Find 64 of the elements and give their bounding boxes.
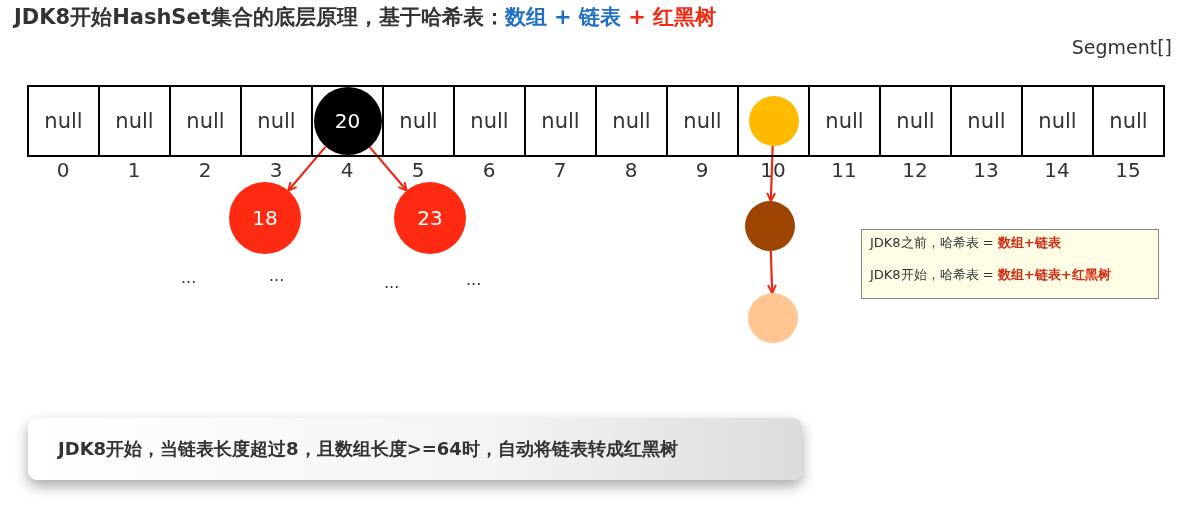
- title: JDK8开始HashSet集合的底层原理，基于哈希表：数组 + 链表 + 红黑树: [14, 4, 717, 31]
- circle-node: [748, 96, 799, 146]
- cell-text: null: [257, 109, 296, 133]
- array-cell: [98, 85, 171, 157]
- circle-node: [748, 293, 798, 343]
- cell-text: null: [541, 109, 580, 133]
- array-cell: [666, 85, 739, 157]
- array-cell: [737, 85, 810, 157]
- array-cell: [1092, 85, 1165, 157]
- array-cell: [808, 85, 881, 157]
- index-number: 14: [1044, 158, 1070, 182]
- index-number: 9: [695, 158, 709, 182]
- ellipsis: ...: [269, 266, 285, 285]
- array-cell: [1021, 85, 1094, 157]
- index-number: 11: [831, 158, 857, 182]
- index-number: 13: [973, 158, 999, 182]
- array-cell: [240, 85, 313, 157]
- note-text: JDK8开始，哈希表 = 数组+链表+红黑树: [870, 266, 1112, 284]
- banner-text: JDK8开始，当链表长度超过8，且数组长度>=64时，自动将链表转成红黑树: [58, 437, 678, 461]
- cell-text: null: [399, 109, 438, 133]
- array-label: Segment[]: [1071, 36, 1172, 58]
- node-value: 20: [334, 109, 361, 133]
- array-cell: [382, 85, 455, 157]
- note-box: [861, 229, 1159, 299]
- cell-text: null: [186, 109, 225, 133]
- cell-text: null: [967, 109, 1006, 133]
- node-value: 23: [417, 206, 443, 230]
- index-number: 1: [127, 158, 141, 182]
- index-number: 15: [1115, 158, 1141, 182]
- index-number: 8: [624, 158, 638, 182]
- index-number: 12: [902, 158, 928, 182]
- cell-text: null: [1038, 109, 1077, 133]
- cell-text: null: [612, 109, 651, 133]
- index-number: 7: [553, 158, 567, 182]
- arrow: [368, 146, 408, 192]
- ellipsis: ...: [466, 270, 482, 289]
- cell-text: null: [1109, 109, 1148, 133]
- cell-text: null: [825, 109, 864, 133]
- index-number: 5: [411, 158, 425, 182]
- ellipsis: ...: [384, 273, 400, 292]
- cell-text: null: [683, 109, 722, 133]
- arrow: [766, 250, 777, 294]
- index-number: 2: [198, 158, 212, 182]
- arrow: [287, 146, 327, 192]
- index-number: 6: [482, 158, 496, 182]
- index-number: 3: [269, 158, 283, 182]
- note-text: JDK8之前，哈希表 = 数组+链表: [870, 234, 1062, 252]
- ellipsis: ...: [181, 268, 197, 287]
- cell-text: null: [44, 109, 83, 133]
- cell-text: null: [115, 109, 154, 133]
- index-number: 0: [56, 158, 70, 182]
- array-cell: [879, 85, 952, 157]
- cell-text: null: [470, 109, 509, 133]
- index-number: 4: [340, 158, 354, 182]
- array-cell: [524, 85, 597, 157]
- array-cell: [950, 85, 1023, 157]
- array-cell: [595, 85, 668, 157]
- node-value: 18: [252, 206, 278, 230]
- banner: [28, 418, 802, 480]
- circle-node: [745, 201, 795, 251]
- cell-text: null: [896, 109, 935, 133]
- array-cell: [453, 85, 526, 157]
- array-cell: [169, 85, 242, 157]
- array-cell: [27, 85, 100, 157]
